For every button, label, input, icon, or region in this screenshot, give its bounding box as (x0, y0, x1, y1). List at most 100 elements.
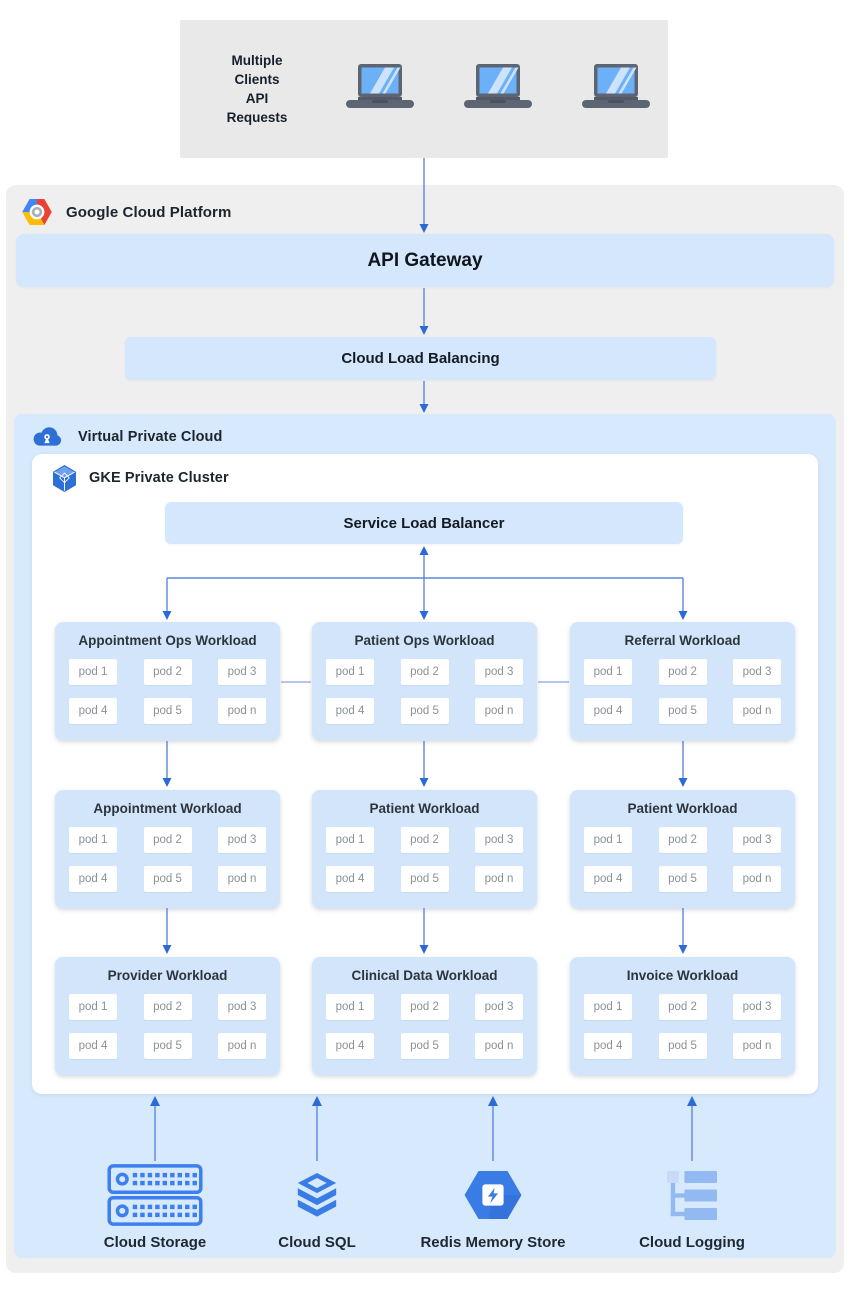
pod: pod 4 (69, 1033, 117, 1059)
gcp-header: Google Cloud Platform (22, 198, 231, 226)
pod: pod 3 (218, 994, 266, 1020)
pod: pod n (733, 1033, 781, 1059)
api-gateway-label: API Gateway (367, 249, 483, 271)
pod: pod 1 (69, 827, 117, 853)
gcp-container: Google Cloud Platform API Gateway Cloud … (6, 185, 844, 1273)
pod: pod 3 (733, 827, 781, 853)
workload-title: Patient Workload (627, 801, 738, 816)
pod: pod 2 (143, 659, 192, 685)
pod: pod 1 (584, 659, 632, 685)
service-cloud-storage: Cloud Storage (90, 1162, 220, 1251)
pod: pod 3 (218, 827, 266, 853)
workload-title: Clinical Data Workload (351, 968, 498, 983)
pod: pod 2 (658, 994, 707, 1020)
api-gateway: API Gateway (16, 234, 834, 287)
pod: pod 2 (400, 994, 449, 1020)
pod: pod 5 (658, 1033, 707, 1059)
pod: pod 1 (584, 827, 632, 853)
pod-grid: pod 1 pod 2 pod 3 pod 4 pod 5 pod n (326, 659, 523, 724)
service-label: Redis Memory Store (420, 1234, 566, 1251)
pod: pod 3 (218, 659, 266, 685)
workload-title: Patient Workload (369, 801, 480, 816)
pod: pod 1 (584, 994, 632, 1020)
cloud-logging-icon (667, 1162, 717, 1228)
pod: pod 3 (475, 827, 523, 853)
vpc-title: Virtual Private Cloud (78, 429, 223, 445)
pod: pod 2 (143, 994, 192, 1020)
vpc-container: Virtual Private Cloud GKE Private Cluste… (14, 414, 836, 1258)
service-label: Cloud Logging (639, 1234, 745, 1251)
gke-header: GKE Private Cluster (52, 464, 229, 492)
gke-cluster: GKE Private Cluster Service Load Balance… (32, 454, 818, 1094)
clients-label: Multiple Clients API Requests (226, 53, 288, 125)
pod: pod 4 (326, 1033, 374, 1059)
workload-title: Referral Workload (624, 633, 741, 648)
pod: pod 5 (400, 698, 449, 724)
service-load-balancer-label: Service Load Balancer (343, 514, 505, 532)
service-cloud-logging: Cloud Logging (627, 1162, 757, 1251)
pod: pod 4 (584, 866, 632, 892)
pod: pod 2 (400, 659, 449, 685)
pod: pod 5 (400, 866, 449, 892)
pod: pod 1 (326, 827, 374, 853)
cloud-storage-icon (107, 1162, 203, 1228)
laptop-icon (464, 64, 532, 108)
pod: pod n (218, 1033, 266, 1059)
pod: pod 3 (733, 659, 781, 685)
pod: pod n (733, 698, 781, 724)
service-label: Cloud SQL (278, 1234, 356, 1251)
google-cloud-logo-icon (22, 199, 52, 225)
pod: pod 1 (69, 659, 117, 685)
cloud-load-balancing: Cloud Load Balancing (125, 337, 716, 380)
pod: pod 1 (326, 659, 374, 685)
pod: pod n (218, 866, 266, 892)
pod: pod 4 (584, 698, 632, 724)
pod: pod 5 (658, 698, 707, 724)
pod: pod 4 (326, 698, 374, 724)
service-load-balancer: Service Load Balancer (165, 502, 683, 544)
pod: pod 3 (475, 659, 523, 685)
pod: pod n (475, 698, 523, 724)
gke-title: GKE Private Cluster (89, 470, 229, 486)
pod: pod 1 (326, 994, 374, 1020)
workload-title: Appointment Workload (93, 801, 242, 816)
pod: pod 4 (69, 866, 117, 892)
pod: pod 5 (658, 866, 707, 892)
clients-box: Multiple Clients API Requests (180, 20, 668, 158)
pod: pod 5 (143, 866, 192, 892)
pod: pod 5 (143, 698, 192, 724)
workload-title: Provider Workload (107, 968, 228, 983)
pod: pod n (218, 698, 266, 724)
pod: pod 4 (326, 866, 374, 892)
workload-title: Patient Ops Workload (354, 633, 495, 648)
redis-memory-store-icon (464, 1162, 522, 1228)
pod: pod 5 (143, 1033, 192, 1059)
cloud-load-balancing-label: Cloud Load Balancing (341, 350, 500, 367)
workload-title: Appointment Ops Workload (78, 633, 257, 648)
pod: pod n (475, 866, 523, 892)
gke-icon (53, 464, 76, 492)
gcp-title: Google Cloud Platform (66, 203, 232, 221)
pod: pod 3 (733, 994, 781, 1020)
pod: pod 5 (400, 1033, 449, 1059)
service-redis-memory-store: Redis Memory Store (413, 1162, 573, 1251)
vpc-header: Virtual Private Cloud (32, 425, 222, 449)
pod: pod n (733, 866, 781, 892)
service-cloud-sql: Cloud SQL (252, 1162, 382, 1251)
cloud-sql-icon (294, 1162, 340, 1228)
